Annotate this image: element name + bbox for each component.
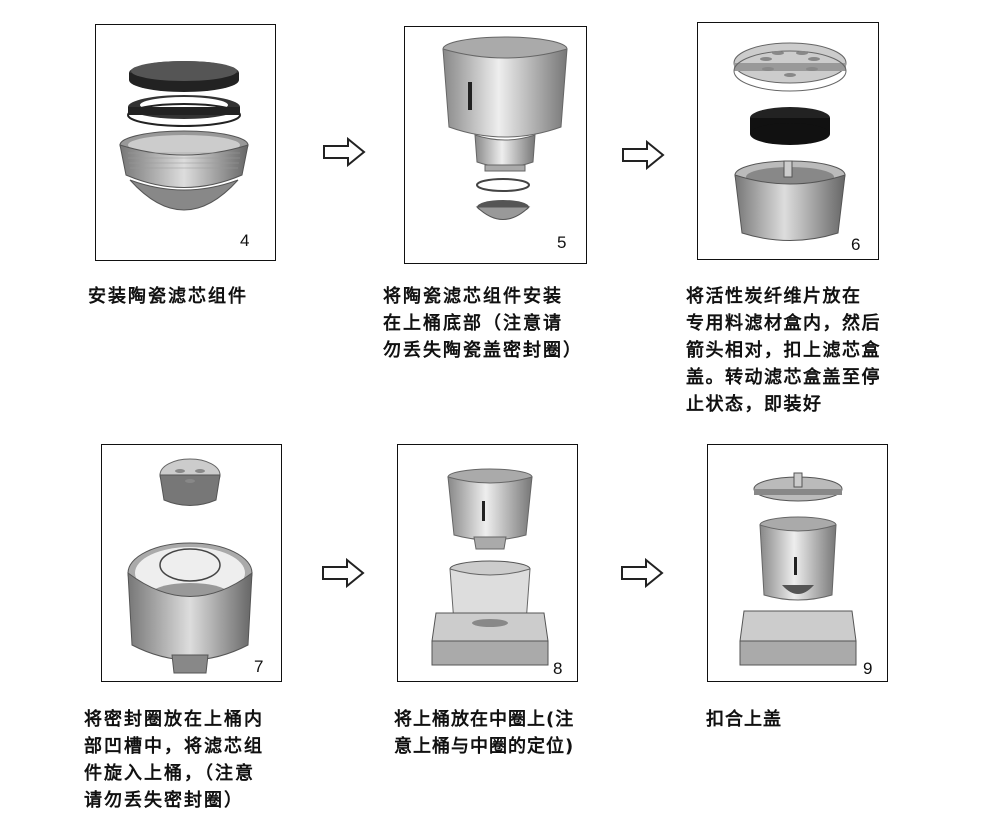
step-6-panel: 6 <box>697 22 879 260</box>
step-number: 6 <box>851 235 861 254</box>
step-8-panel: 8 <box>397 444 578 682</box>
step-number: 7 <box>254 657 264 676</box>
step-9-caption: 扣合上盖 <box>706 709 782 730</box>
upper-bucket-sealing-ring-icon <box>127 458 253 674</box>
step-number: 5 <box>557 233 567 252</box>
upper-bucket-icon <box>442 36 568 220</box>
arrow-right-icon <box>322 558 365 588</box>
step-number: 4 <box>240 231 250 250</box>
step-7-panel: 7 <box>101 444 282 682</box>
arrow-right-icon <box>622 140 665 170</box>
step-number: 9 <box>863 659 873 678</box>
step-6-caption: 将活性炭纤维片放在 专用料滤材盒内，然后 箭头相对，扣上滤芯盒 盖。转动滤芯盒盖… <box>686 286 881 415</box>
bucket-on-middle-ring-icon <box>431 468 549 666</box>
step-9-panel: 9 <box>707 444 888 682</box>
step-8-caption: 将上桶放在中圈上(注 意上桶与中圈的定位) <box>394 709 575 757</box>
step-5-caption: 将陶瓷滤芯组件安装 在上桶底部（注意请 勿丢失陶瓷盖密封圈） <box>383 286 583 361</box>
step-4-caption: 安装陶瓷滤芯组件 <box>88 286 248 307</box>
assembled-purifier-icon <box>739 472 857 666</box>
arrow-right-icon <box>323 137 366 167</box>
step-7-caption: 将密封圈放在上桶内 部凹槽中，将滤芯组 件旋入上桶，（注意 请勿丢失密封圈） <box>84 709 264 811</box>
step-4-panel: 4 <box>95 24 276 261</box>
ceramic-filter-assembly-icon <box>119 61 249 211</box>
step-number: 8 <box>553 659 563 678</box>
carbon-filter-box-icon <box>733 42 847 241</box>
arrow-right-icon <box>621 558 664 588</box>
step-5-panel: 5 <box>404 26 587 264</box>
